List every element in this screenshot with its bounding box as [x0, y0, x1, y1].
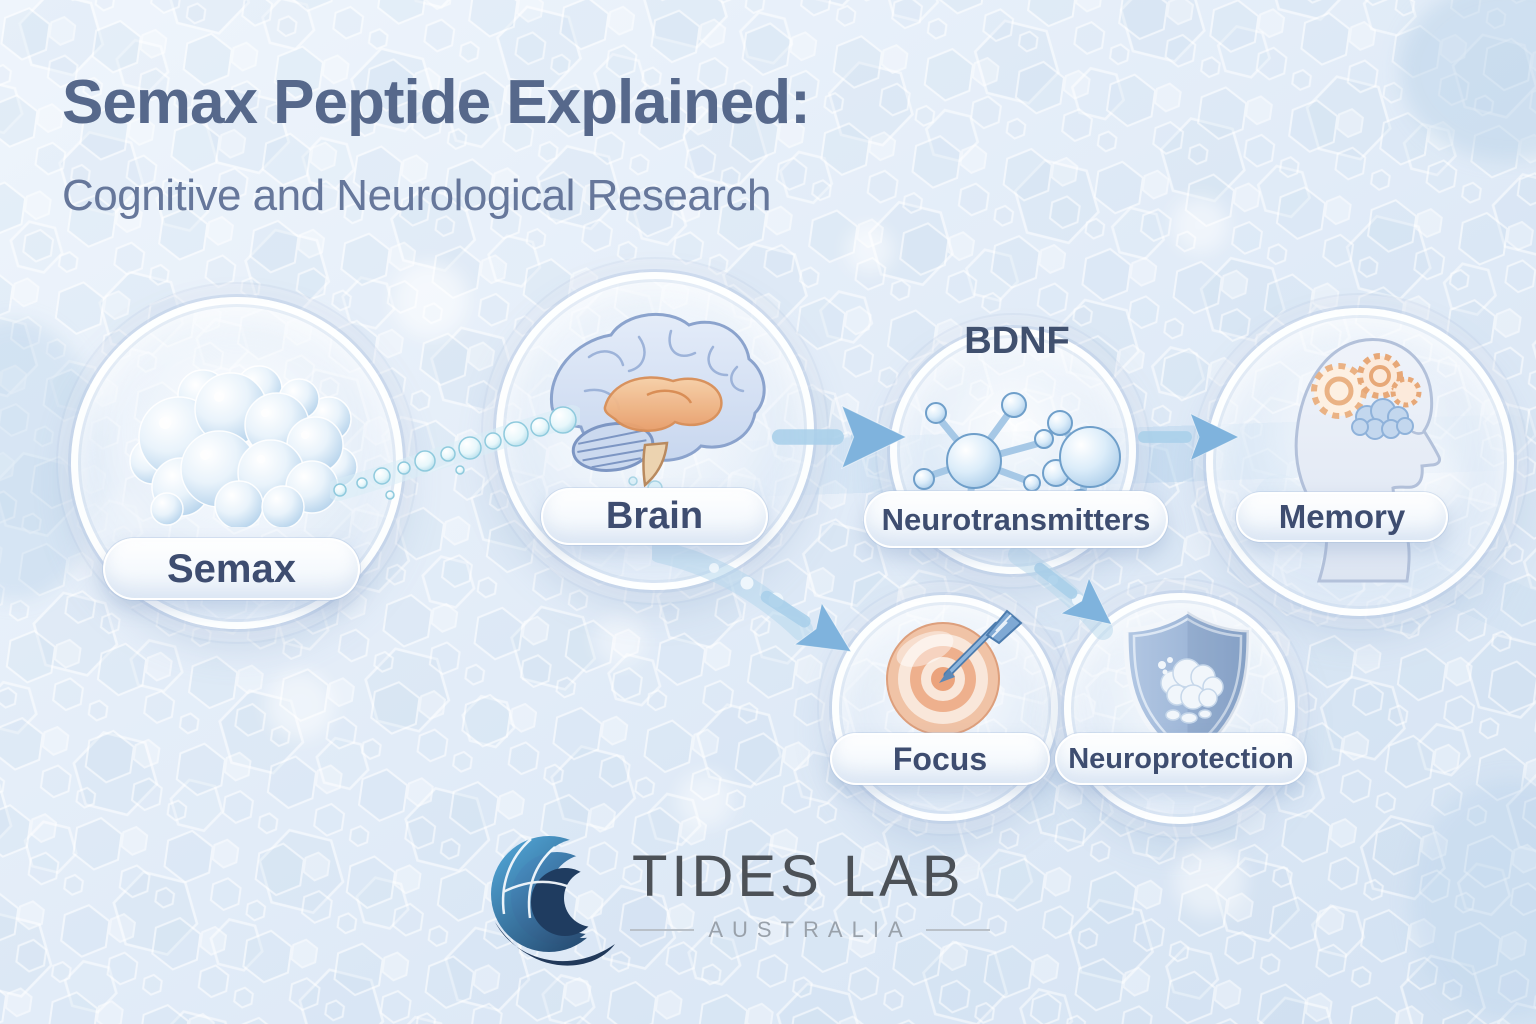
flow-arrow-brain-to-neurotransmitters-icon [771, 404, 908, 470]
left-rule [630, 929, 695, 931]
brand-region-row: AUSTRALIA [630, 917, 991, 943]
semax-label-pill: Semax [103, 538, 360, 600]
flow-arrow-neurotransmitters-to-memory-icon [1138, 412, 1240, 462]
brand-region: AUSTRALIA [708, 917, 912, 942]
neuroprotection-label-pill: Neuroprotection [1055, 733, 1307, 785]
brain-label-pill: Brain [541, 488, 768, 545]
flow-arrow-brain-to-focus-icon [760, 590, 852, 653]
neurotransmitters-label: Neurotransmitters [881, 501, 1151, 537]
page-title: Semax Peptide Explained: [62, 68, 811, 137]
flow-arrow-neurotransmitters-to-neuroprotection-icon [1034, 562, 1113, 625]
neurotransmitters-label-pill: Neurotransmitters [864, 491, 1168, 548]
head-profile-gears-icon [1294, 338, 1441, 583]
focus-label: Focus [892, 740, 988, 777]
brand-name: TIDES LAB [632, 844, 965, 909]
brain-label: Brain [605, 495, 704, 537]
semax-label: Semax [167, 546, 296, 591]
page-subtitle: Cognitive and Neurological Research [62, 171, 771, 220]
header: Semax Peptide Explained: Cognitive and N… [62, 68, 811, 220]
wave-crescent-logo-icon [491, 836, 615, 966]
right-rule [925, 929, 991, 931]
bdnf-annotation-text: BDNF [964, 320, 1070, 362]
target-dart-icon [886, 609, 1023, 736]
memory-label: Memory [1278, 498, 1406, 535]
bdnf-annotation: BDNF [952, 320, 1082, 363]
focus-label-pill: Focus [830, 733, 1050, 785]
neuroprotection-label: Neuroprotection [1068, 742, 1294, 775]
memory-label-pill: Memory [1236, 492, 1448, 542]
node-memory [1206, 308, 1514, 616]
bubble-trail-semax-to-brain-icon [330, 405, 580, 501]
